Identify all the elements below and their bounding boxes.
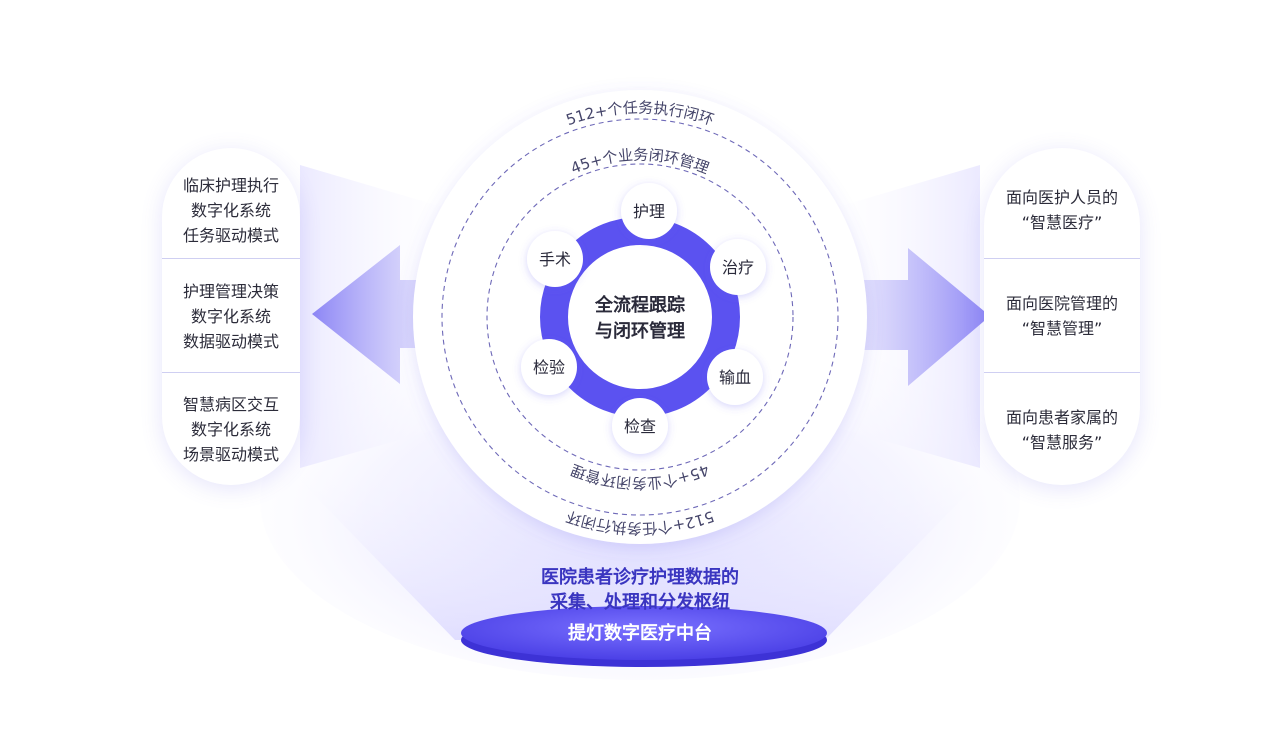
right-service-panel: 面向医护人员的 “智慧医疗” 面向医院管理的 “智慧管理” 面向患者家属的 “智… [984,148,1140,485]
left-system-panel: 临床护理执行 数字化系统 任务驱动模式 护理管理决策 数字化系统 数据驱动模式 … [162,148,300,485]
left-panel-item-1-line-3: 任务驱动模式 [182,225,279,245]
right-panel-item-2[interactable]: 面向医院管理的 “智慧管理” [984,258,1140,373]
right-panel-item-2-line-2: “智慧管理” [1021,319,1103,338]
left-panel-item-3-line-3: 场景驱动模式 [182,445,279,464]
right-panel-item-3-line-2: “智慧服务” [1021,432,1103,452]
right-panel-item-1[interactable]: 面向医护人员的 “智慧医疗” [984,148,1140,258]
right-panel-item-1-line-2: “智慧医疗” [1021,213,1103,232]
right-panel-item-3[interactable]: 面向患者家属的 “智慧服务” [984,372,1140,485]
hub-description-line-2: 采集、处理和分发枢纽 [550,592,730,613]
right-panel-item-3-line-1: 面向患者家属的 [1005,407,1118,427]
left-panel-item-3-line-1: 智慧病区交互 [182,395,279,414]
left-panel-item-2-line-2: 数字化系统 [190,306,271,326]
hub-node-lab-test[interactable]: 检验 [521,339,577,395]
hub-node-treatment[interactable]: 治疗 [710,239,766,295]
left-panel-item-3[interactable]: 智慧病区交互 数字化系统 场景驱动模式 [162,372,300,485]
platform [461,606,827,667]
inner-dashed-ring [486,163,794,471]
hub-node-surgery-label: 手术 [539,250,571,269]
hub-node-examination[interactable]: 检查 [612,398,668,454]
platform-label: 提灯数字医疗中台 [568,623,712,644]
hub-node-nursing-label: 护理 [633,202,665,221]
hub-description-line-1: 医院患者诊疗护理数据的 [541,567,739,588]
left-panel-item-1-line-1: 临床护理执行 [182,175,279,195]
hub-node-examination-label: 检查 [624,417,656,436]
left-panel-item-3-line-2: 数字化系统 [190,420,271,439]
hub-node-treatment-label: 治疗 [722,258,754,277]
outer-dashed-ring [441,118,839,516]
hub-title-line-1: 全流程跟踪 [594,294,685,316]
left-panel-item-2-line-1: 护理管理决策 [182,281,279,301]
left-panel-item-1[interactable]: 临床护理执行 数字化系统 任务驱动模式 [162,148,300,258]
hub-node-transfusion-label: 输血 [719,368,751,387]
left-panel-item-2-line-3: 数据驱动模式 [182,331,279,351]
hub-node-surgery[interactable]: 手术 [527,231,583,287]
hub-node-lab-test-label: 检验 [533,358,565,377]
right-panel-item-1-line-1: 面向医护人员的 [1005,188,1118,207]
hub-node-transfusion[interactable]: 输血 [707,349,763,405]
left-panel-item-1-line-2: 数字化系统 [190,200,271,220]
left-panel-item-2[interactable]: 护理管理决策 数字化系统 数据驱动模式 [162,258,300,373]
hub-node-nursing[interactable]: 护理 [621,183,677,239]
right-panel-item-2-line-1: 面向医院管理的 [1005,294,1118,313]
hub-title-line-2: 与闭环管理 [595,320,685,342]
